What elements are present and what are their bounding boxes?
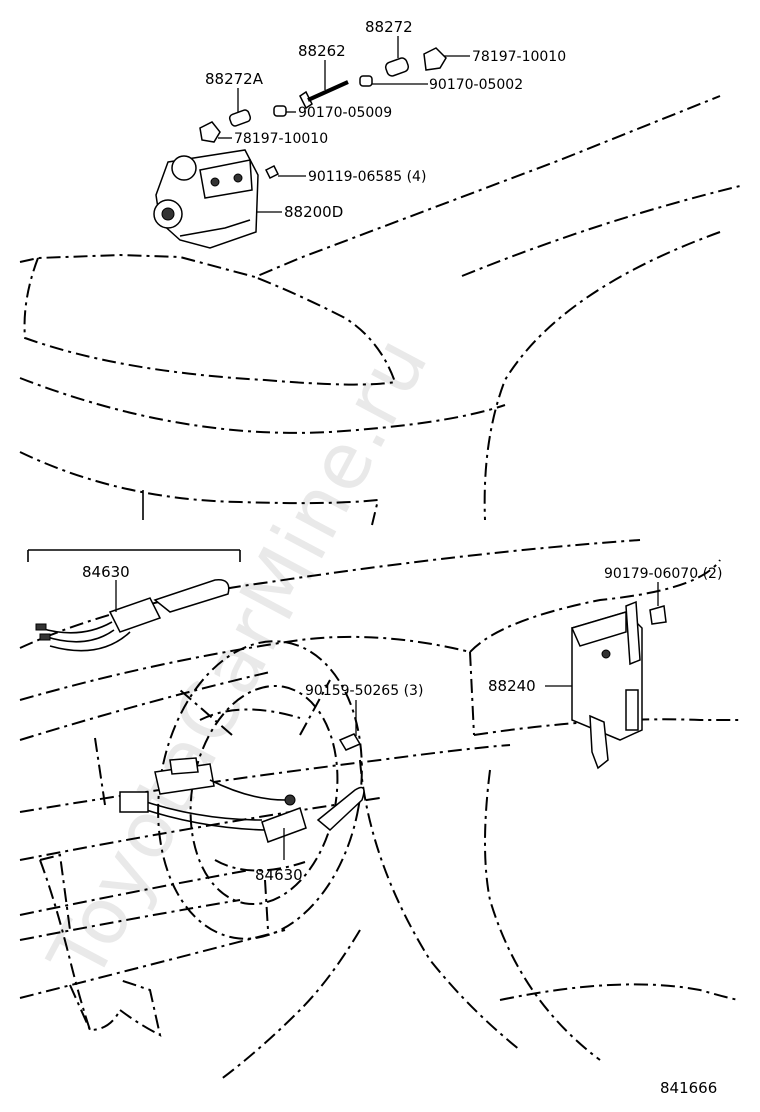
label-90119: 90119-06585 (4)	[308, 169, 426, 185]
part-78197-top	[423, 47, 470, 71]
part-78197-mid	[199, 121, 232, 143]
label-90159: 90159-50265 (3)	[305, 683, 423, 699]
car-body-outline	[19, 95, 741, 526]
diagram-number: 841666	[660, 1079, 717, 1097]
ecu-88240	[545, 582, 667, 770]
inset-bracket	[27, 549, 241, 562]
part-90170-05009	[273, 105, 296, 117]
label-90179: 90179-06070 (2)	[604, 566, 722, 582]
switch-84630-inset	[35, 579, 230, 652]
label-78197-top: 78197-10010	[472, 49, 566, 65]
label-88272-top: 88272	[365, 18, 413, 36]
label-88272A: 88272A	[205, 70, 264, 88]
part-88262-bolt	[299, 60, 349, 110]
label-90170-05009: 90170-05009	[298, 105, 392, 121]
part-88272A	[228, 88, 252, 127]
label-90170-05002: 90170-05002	[429, 77, 523, 93]
label-88240: 88240	[488, 677, 536, 695]
part-90119-screw	[264, 164, 306, 180]
dashboard-outline	[19, 539, 741, 1081]
actuator-88200D	[153, 149, 282, 249]
part-90170-05002	[359, 75, 428, 87]
label-88200D: 88200D	[284, 203, 343, 221]
switch-84630-main	[119, 757, 365, 860]
watermark: ToyotaCarMine.ru	[32, 322, 447, 995]
bolt-90159	[338, 700, 362, 751]
label-78197-mid: 78197-10010	[234, 131, 328, 147]
label-84630-inset: 84630	[82, 563, 130, 581]
label-88262: 88262	[298, 42, 346, 60]
label-84630-main: 84630	[255, 866, 303, 884]
part-88272-top	[384, 36, 410, 77]
